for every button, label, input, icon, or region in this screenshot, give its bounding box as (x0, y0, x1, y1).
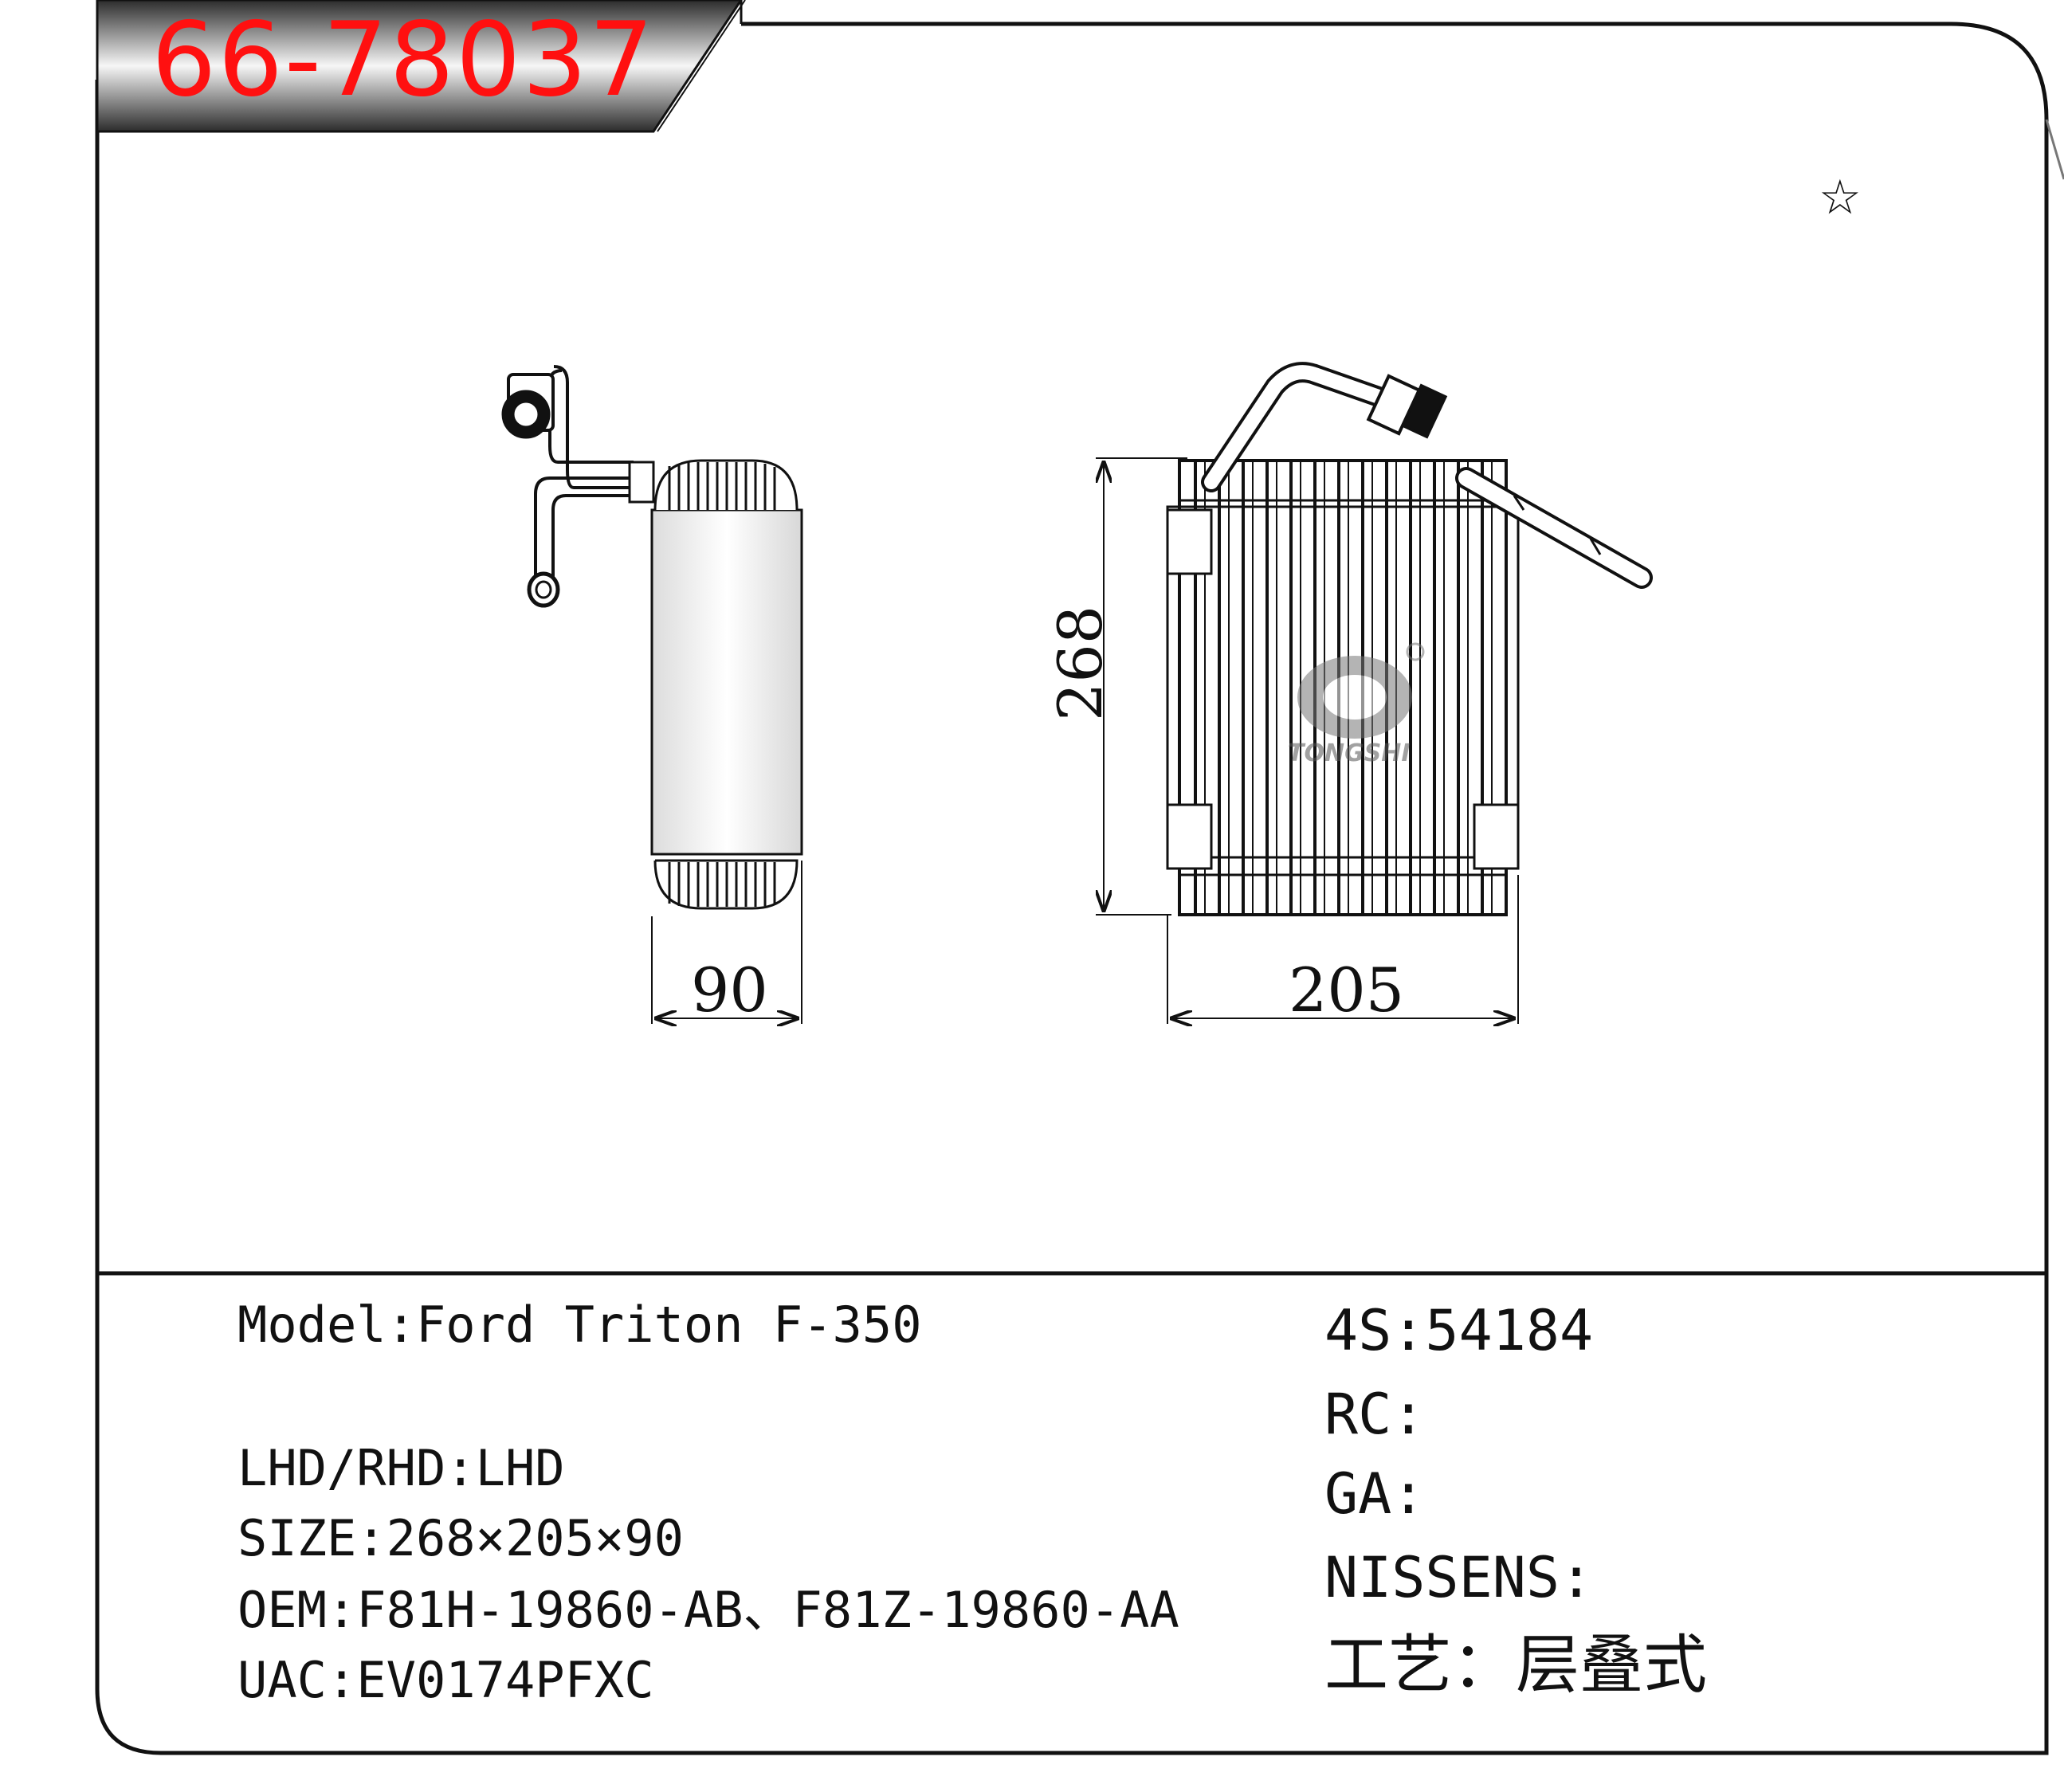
side-view-drawing (501, 365, 803, 910)
size-line: SIZE:268×205×90 (237, 1509, 684, 1567)
uac-line: UAC:EV0174PFXC (237, 1651, 654, 1709)
watermark-logo: TONGSHI (1288, 642, 1425, 767)
dimension-height: 268 (1045, 605, 1116, 721)
lhd-rhd-line: LHD/RHD:LHD (237, 1439, 565, 1497)
dimension-lines (651, 457, 1519, 1024)
ga-line: GA: (1324, 1461, 1426, 1527)
oem-line: OEM:F81H-19860-AB、F81Z-19860-AA (237, 1581, 1179, 1639)
watermark-text: TONGSHI (1288, 739, 1411, 767)
dimension-depth: 90 (691, 955, 768, 1025)
star-icon: ☆ (1819, 170, 1862, 225)
sheet-frame (95, 0, 2064, 1755)
process-line: 工艺：层叠式 (1324, 1628, 1707, 1702)
four-s-line: 4S:54184 (1324, 1298, 1594, 1363)
dimension-width: 205 (1289, 955, 1405, 1025)
nissens-line: NISSENS: (1324, 1545, 1594, 1610)
model-line: Model:Ford Triton F-350 (237, 1296, 922, 1354)
part-number: 66-78037 (151, 1, 656, 120)
front-view-drawing (1166, 362, 1653, 916)
rc-line: RC: (1324, 1382, 1426, 1447)
part-number-banner (96, 0, 746, 133)
